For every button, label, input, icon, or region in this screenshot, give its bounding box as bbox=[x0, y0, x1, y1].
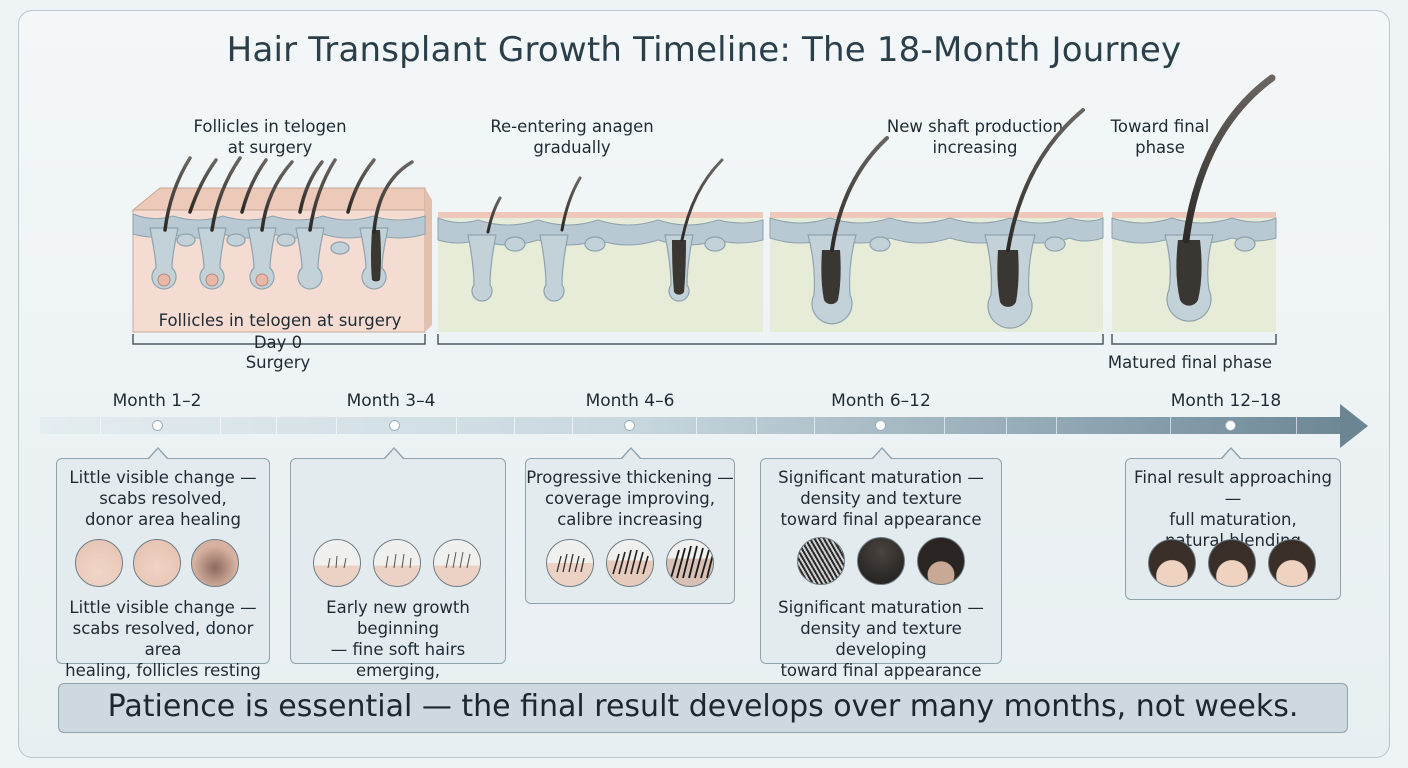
timeline-axis bbox=[40, 417, 1340, 434]
stage-label-shaft: New shaft production increasing bbox=[886, 117, 1064, 157]
skin-caption: Follicles in telogen at surgery bbox=[158, 311, 402, 330]
timeline-arrowhead bbox=[1340, 404, 1368, 448]
card-1-top-text: Little visible change — scabs resolved, … bbox=[69, 468, 257, 529]
head-hair-thumbnail-3 bbox=[1268, 539, 1316, 587]
stage-card-month-12-18: Final result approaching — full maturati… bbox=[1125, 447, 1341, 600]
dense-hair-thumbnail-2 bbox=[857, 537, 905, 585]
thickening-thumbnail-2 bbox=[606, 539, 654, 587]
card-1-bottom-text: Little visible change — scabs resolved, … bbox=[65, 598, 261, 680]
timeline-marker-4 bbox=[875, 420, 886, 431]
timeline-marker-1 bbox=[152, 420, 163, 431]
head-hair-thumbnail-2 bbox=[1208, 539, 1256, 587]
stage-card-month-6-12: Significant maturation — density and tex… bbox=[760, 447, 1002, 680]
stage-card-month-4-6: Progressive thickening — coverage improv… bbox=[525, 447, 735, 604]
matured-label: Matured final phase bbox=[1107, 353, 1273, 372]
stage-label-final: Toward final phase bbox=[1110, 117, 1210, 157]
skin-panel-final bbox=[1111, 74, 1277, 332]
final-bracket bbox=[1111, 334, 1277, 345]
card-4-bottom-text: Significant maturation — density and tex… bbox=[778, 598, 984, 680]
thickening-thumbnail-3 bbox=[666, 539, 714, 587]
growth-bracket bbox=[437, 334, 1104, 345]
stage-card-month-1-2: Little visible change — scabs resolved, … bbox=[56, 447, 270, 680]
skin-block-day0 bbox=[131, 156, 432, 333]
scalp-scab-thumbnail-1 bbox=[75, 539, 123, 587]
dense-hair-thumbnail-1 bbox=[797, 537, 845, 585]
day0-label: Day 0 bbox=[253, 333, 303, 352]
month-label-1: Month 1–2 bbox=[112, 391, 202, 411]
surgery-label: Surgery bbox=[245, 353, 311, 372]
stage-label-telogen: Follicles in telogen at surgery bbox=[193, 117, 347, 157]
head-hair-thumbnail-1 bbox=[1148, 539, 1196, 587]
page-title: Hair Transplant Growth Timeline: The 18-… bbox=[226, 30, 1182, 70]
scalp-scab-thumbnail-3 bbox=[191, 539, 239, 587]
day0-bracket bbox=[132, 334, 426, 345]
stage-label-anagen: Re-entering anagen gradually bbox=[490, 117, 654, 157]
skin-panel-shaft bbox=[769, 108, 1104, 332]
patience-banner: Patience is essential — the final result… bbox=[58, 683, 1348, 733]
skin-panel-anagen bbox=[437, 158, 764, 332]
month-label-2: Month 3–4 bbox=[346, 391, 436, 411]
stage-card-month-3-4: Early new growth beginning — fine soft h… bbox=[290, 447, 506, 701]
month-label-4: Month 6–12 bbox=[831, 391, 931, 411]
fine-hair-thumbnail-2 bbox=[373, 539, 421, 587]
month-label-5: Month 12–18 bbox=[1170, 391, 1282, 411]
fine-hair-thumbnail-1 bbox=[313, 539, 361, 587]
thickening-thumbnail-1 bbox=[546, 539, 594, 587]
skin-cross-section-illustration bbox=[131, 74, 1277, 345]
card-4-top-text: Significant maturation — density and tex… bbox=[778, 468, 984, 529]
dense-hair-thumbnail-3 bbox=[917, 537, 965, 585]
timeline-marker-5 bbox=[1225, 420, 1236, 431]
timeline-marker-2 bbox=[389, 420, 400, 431]
timeline-marker-3 bbox=[624, 420, 635, 431]
month-label-3: Month 4–6 bbox=[585, 391, 675, 411]
scalp-scab-thumbnail-2 bbox=[133, 539, 181, 587]
card-3-top-text: Progressive thickening — coverage improv… bbox=[526, 468, 734, 529]
fine-hair-thumbnail-3 bbox=[433, 539, 481, 587]
card-5-top-text: Final result approaching — full maturati… bbox=[1134, 468, 1332, 550]
